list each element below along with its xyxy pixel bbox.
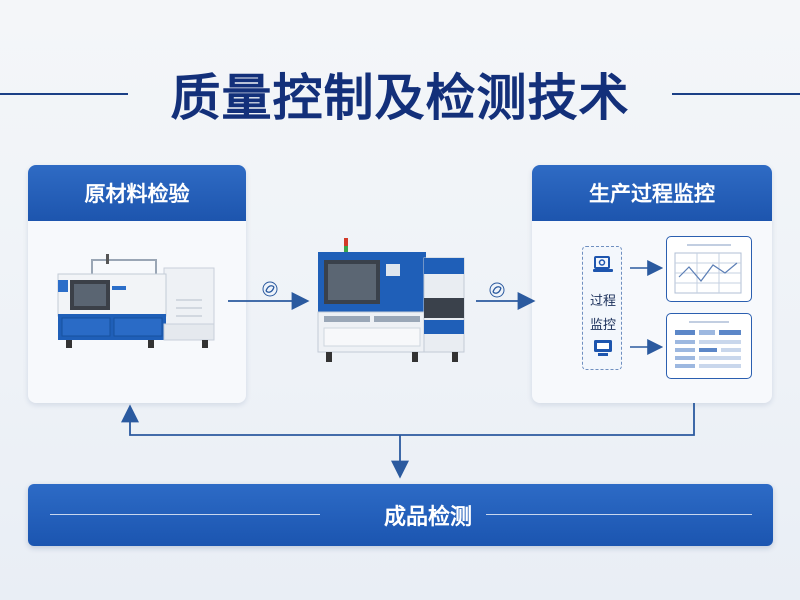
feedback-loop-line (121, 403, 695, 436)
title-rule-right (672, 93, 800, 95)
flow-swap-icon (262, 281, 278, 297)
inspection-machine-2 (317, 238, 465, 362)
monitor-text-line2: 监控 (589, 318, 616, 333)
chart-document-icon (666, 236, 752, 302)
form-document-icon (666, 313, 752, 379)
process-monitoring-header: 生产过程监控 (532, 165, 772, 221)
flow-swap-icon (489, 282, 505, 298)
title-rule-left (0, 93, 128, 95)
monitor-screen-icon (594, 340, 612, 356)
bar-rule-right (486, 514, 752, 515)
laptop-icon (593, 256, 613, 272)
bar-rule-left (50, 514, 320, 515)
final-inspection-label: 成品检测 (383, 505, 472, 530)
raw-material-header: 原材料检验 (28, 165, 246, 221)
monitor-text-line1: 过程 (589, 294, 616, 309)
inspection-machine-1 (57, 254, 215, 348)
page-title: 质量控制及检测技术 (170, 69, 630, 127)
final-inspection-bar: 成品检测 (28, 484, 773, 546)
